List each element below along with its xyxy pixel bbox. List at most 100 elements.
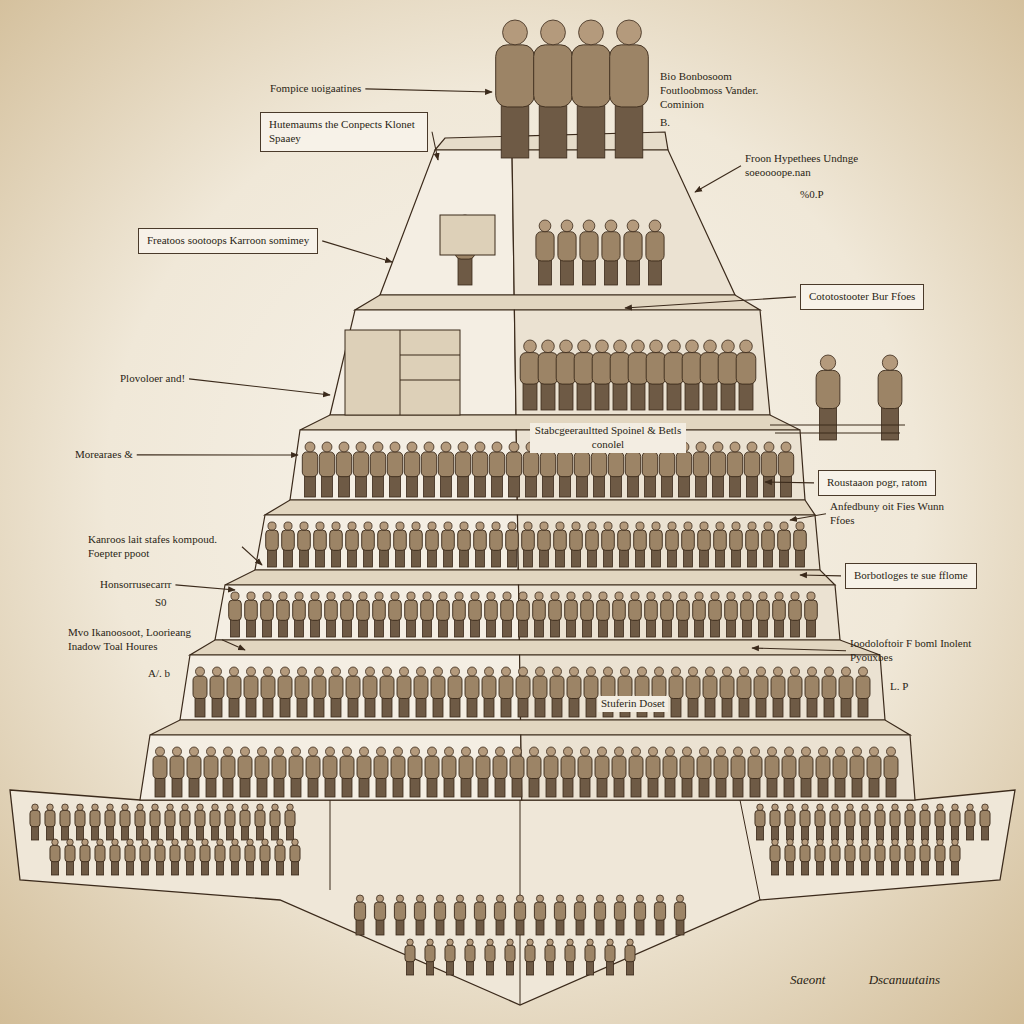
annotation-text: Fompice uoigaatines (270, 82, 361, 96)
person-figure (725, 592, 738, 637)
person-figure (405, 592, 418, 637)
person-figure (105, 804, 115, 840)
person-figure (340, 747, 354, 797)
person-figure (554, 895, 565, 935)
person-figure (718, 340, 738, 410)
person-figure (140, 839, 150, 875)
person-figure (634, 895, 645, 935)
person-figure (75, 804, 85, 840)
person-figure (799, 747, 813, 797)
person-figure (556, 340, 576, 410)
person-figure (185, 839, 195, 875)
person-figure (629, 592, 642, 637)
person-figure (298, 522, 311, 567)
annotation-label: Mvo Ikanoosoot, Loorieang Inadow Toal Ho… (68, 626, 218, 654)
person-figure (200, 839, 210, 875)
pyramid-ledge (225, 570, 835, 585)
annotation-label: Fompice uoigaatines (270, 82, 361, 96)
annotation-label: Kanroos lait stafes kompoud. Foepter ppo… (88, 533, 238, 561)
person-figure (714, 747, 728, 797)
person-figure (533, 592, 546, 637)
person-figure (602, 220, 620, 285)
leader-line (365, 89, 492, 92)
person-figure (485, 592, 498, 637)
person-figure (474, 895, 485, 935)
person-figure (629, 747, 643, 797)
person-figure (816, 747, 830, 797)
person-figure (730, 522, 743, 567)
person-figure (245, 592, 258, 637)
person-figure (494, 895, 505, 935)
pyramid-ledge (150, 720, 910, 735)
person-figure (389, 592, 402, 637)
person-figure (646, 747, 660, 797)
person-figure (584, 667, 598, 717)
person-figure (545, 939, 555, 975)
person-figure (663, 747, 677, 797)
annotation-label: Morearaes & (75, 448, 133, 462)
person-figure (314, 522, 327, 567)
person-figure (578, 747, 592, 797)
person-figure (538, 340, 558, 410)
person-figure (875, 839, 885, 875)
leader-line (242, 547, 262, 565)
person-figure (187, 747, 201, 797)
person-figure (425, 939, 435, 975)
person-figure (666, 522, 679, 567)
person-figure (800, 839, 810, 875)
pyramid-face-right (519, 585, 840, 640)
person-figure (682, 522, 695, 567)
person-figure (610, 20, 649, 158)
leader-line (752, 648, 846, 651)
annotation-text: %0.P (800, 188, 824, 202)
person-figure (150, 804, 160, 840)
person-figure (594, 895, 605, 935)
callout-text: Borbotloges te sue fflome (854, 569, 968, 583)
person-figure (544, 747, 558, 797)
person-figure (757, 592, 770, 637)
person-figure (426, 522, 439, 567)
person-figure (215, 839, 225, 875)
people-group (30, 20, 990, 975)
person-figure (394, 895, 405, 935)
person-figure (482, 667, 496, 717)
person-figure (613, 592, 626, 637)
person-figure (465, 667, 479, 717)
person-figure (363, 667, 377, 717)
person-figure (421, 442, 436, 497)
person-figure (45, 804, 55, 840)
person-figure (770, 804, 780, 840)
person-figure (476, 747, 490, 797)
person-figure (860, 804, 870, 840)
person-figure (744, 442, 759, 497)
person-figure (227, 667, 241, 717)
person-figure (669, 667, 683, 717)
person-figure (890, 804, 900, 840)
person-figure (210, 667, 224, 717)
annotation-text: B. (660, 116, 670, 130)
person-figure (60, 804, 70, 840)
person-figure (499, 667, 513, 717)
person-figure (505, 939, 515, 975)
callout-text: Roustaaon pogr, ratom (827, 476, 927, 490)
person-figure (645, 592, 658, 637)
person-figure (878, 355, 902, 440)
caption: Saeont Dscanuutains (790, 972, 940, 988)
person-figure (309, 592, 322, 637)
pyramid-face-right (512, 150, 735, 295)
person-figure (816, 355, 840, 440)
person-figure (805, 667, 819, 717)
leader-line (137, 454, 298, 455)
person-figure (682, 340, 702, 410)
person-figure (336, 442, 351, 497)
person-figure (330, 522, 343, 567)
pyramid-face-left (290, 430, 517, 500)
person-figure (455, 442, 470, 497)
person-figure (230, 839, 240, 875)
annotation-label: S0 (155, 596, 167, 610)
person-figure (501, 592, 514, 637)
person-figure (225, 804, 235, 840)
annotation-text: Morearaes & (75, 448, 133, 462)
person-figure (238, 747, 252, 797)
person-figure (516, 667, 530, 717)
